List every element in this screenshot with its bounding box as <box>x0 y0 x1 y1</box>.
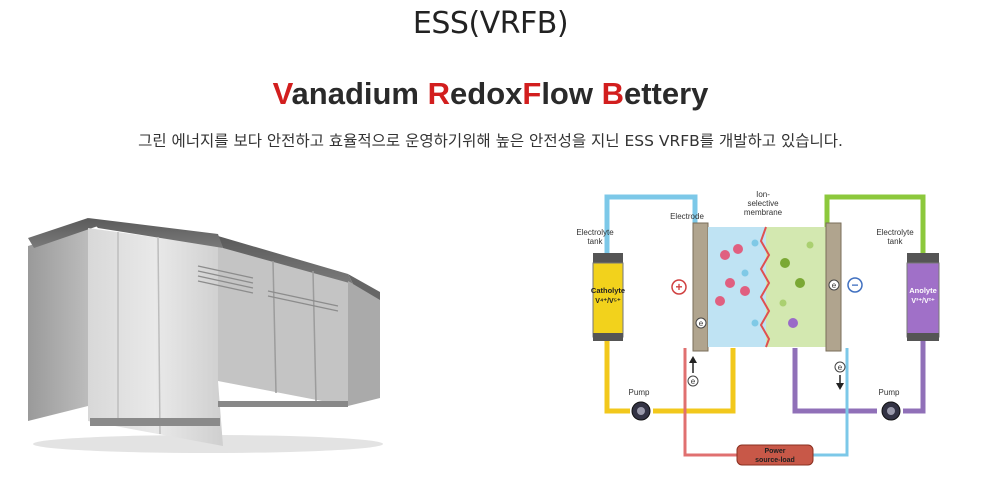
product-subtitle: Vanadium RedoxFlow Bettery <box>0 76 981 112</box>
subtitle-part: F <box>522 76 542 111</box>
electrolyte-tank-right-label: tank <box>887 237 903 246</box>
electrode-label: Electrode <box>670 212 704 221</box>
catholyte-species: V⁴⁺/V⁵⁺ <box>595 298 621 305</box>
membrane-label: selective <box>747 199 779 208</box>
pump-right-label: Pump <box>879 388 900 397</box>
subtitle-part: R <box>427 76 451 111</box>
subtitle-part: low <box>541 76 602 111</box>
subtitle-part: edox <box>450 76 523 111</box>
vrfb-diagram: e e + − Catholyte V⁴⁺/V⁵⁺ Anolyte V³⁺/V²… <box>555 183 967 470</box>
plus-terminal-label: + <box>675 280 682 294</box>
electron-label: e <box>832 281 837 290</box>
source-load-label: source-load <box>755 457 795 464</box>
catholyte-label: Catholyte <box>591 286 625 295</box>
electrolyte-tank-left-label: Electrolyte <box>576 228 614 237</box>
membrane-label: membrane <box>744 208 783 217</box>
power-label: Power <box>764 448 785 455</box>
electrolyte-tank-right-label: Electrolyte <box>876 228 914 237</box>
minus-terminal-label: − <box>851 278 858 292</box>
membrane-label: Ion- <box>756 190 770 199</box>
page-title: ESS(VRFB) <box>412 6 569 41</box>
ess-cabinet-image <box>28 218 383 453</box>
electrolyte-tank-left-label: tank <box>587 237 603 246</box>
subtitle-part: anadium <box>291 76 428 111</box>
anolyte-species: V³⁺/V²⁺ <box>911 298 935 305</box>
subtitle-part: B <box>601 76 624 111</box>
electron-label: e <box>691 377 696 386</box>
pump-left-label: Pump <box>629 388 650 397</box>
electron-label: e <box>838 363 843 372</box>
anolyte-label: Anolyte <box>909 286 937 295</box>
subtitle-part: ettery <box>623 76 709 111</box>
subtitle-part: V <box>272 76 292 111</box>
product-description: 그린 에너지를 보다 안전하고 효율적으로 운영하기위해 높은 안전성을 지닌 … <box>138 132 843 150</box>
electron-label: e <box>699 319 704 328</box>
